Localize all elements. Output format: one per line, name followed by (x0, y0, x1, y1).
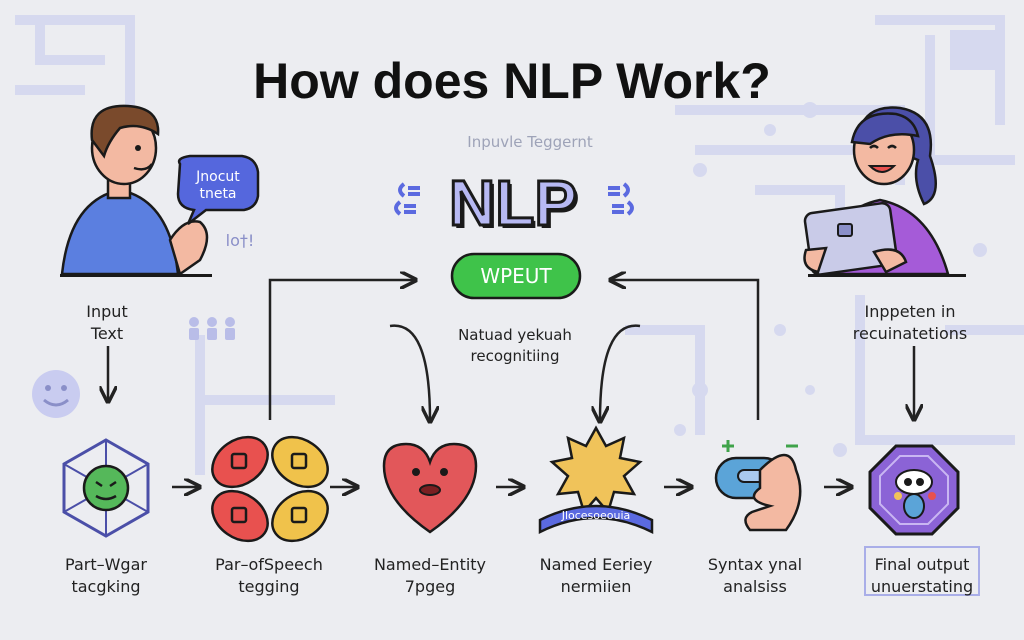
output-label-line1: Inppeten in (864, 302, 956, 321)
center-caption-line2: recognitiing (470, 347, 560, 365)
man-avatar-icon (60, 104, 209, 277)
input-label-line1: Input (86, 302, 128, 321)
speech-bubble-line2: tneta (199, 186, 236, 202)
people-group-icon (189, 317, 235, 340)
step-3-line2: 7pgeg (404, 577, 456, 596)
nlp-logo-shadow: NLP (452, 170, 580, 242)
step-6-line1: Final output (874, 555, 970, 574)
step-4-line2: nermiien (560, 577, 632, 596)
sun-badge-banner: Jlocesoeouia (561, 509, 631, 522)
speech-bubble-icon (176, 154, 260, 225)
step-3-line1: Named–Entity (373, 555, 487, 574)
speech-bubble-sub: lo†! (226, 231, 255, 250)
tablet-device-icon (803, 201, 908, 276)
step-label-4: Named Eeriey nermiien (521, 554, 671, 598)
step-label-1: Part–Wgar tacgking (31, 554, 181, 598)
step-label-6: Final output unuerstating (847, 554, 997, 598)
hand-capsule-icon (714, 440, 802, 532)
input-label-line2: Text (90, 324, 124, 343)
sun-badge-icon (538, 425, 654, 535)
step-1-line1: Part–Wgar (65, 555, 147, 574)
final-output-box (864, 546, 980, 596)
nlp-logo: NLP NLP (394, 166, 634, 242)
smiley-icon (32, 370, 80, 418)
center-pill-label: WPEUT (480, 264, 552, 288)
center-caption-line1: Natuad yekuah (458, 326, 572, 344)
center-caption: Natuad yekuah recognitiing (410, 325, 620, 367)
output-label-line2: recuinatetions (852, 324, 968, 343)
center-pill: WPEUT (450, 252, 582, 300)
speech-bubble-line1: Jnocut (195, 169, 240, 185)
step-2-line2: tegging (238, 577, 300, 596)
octagon-creature-icon (868, 444, 960, 536)
page-subtitle: Inpuvle Teggernt (467, 133, 593, 151)
step-5-line2: analsiss (723, 577, 787, 596)
flow-arrows (108, 280, 914, 420)
page-title: How does NLP Work? (253, 53, 771, 109)
step-5-line1: Syntax ynal (707, 555, 803, 574)
step-4-line1: Named Eeriey (539, 555, 653, 574)
output-label: Inppeten in recuinatetions (830, 301, 990, 345)
input-text-label: Input Text (52, 301, 162, 345)
step-label-5: Syntax ynal analsiss (680, 554, 830, 598)
step-label-2: Par–ofSpeech tegging (194, 554, 344, 598)
heart-face-icon (382, 442, 478, 534)
step-1-line2: tacgking (71, 577, 141, 596)
step-6-line2: unuerstating (870, 577, 974, 596)
step-2-line1: Par–ofSpeech (215, 555, 323, 574)
four-leaf-icon (211, 435, 329, 543)
step-label-3: Named–Entity 7pgeg (355, 554, 505, 598)
nlp-logo-text: NLP (449, 167, 577, 239)
hexagon-face-icon (62, 438, 150, 538)
